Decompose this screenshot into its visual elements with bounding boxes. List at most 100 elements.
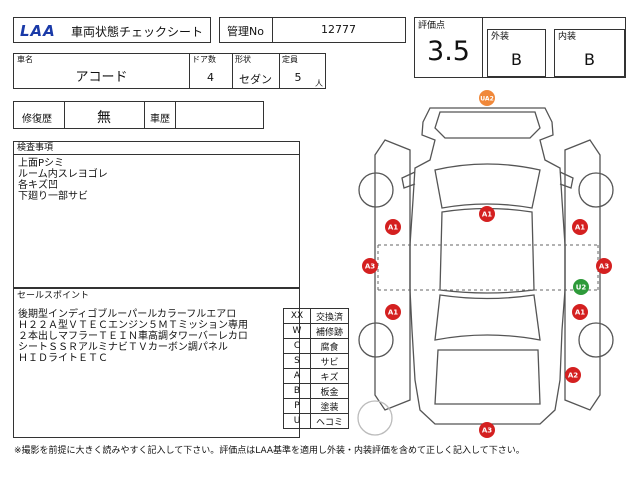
- footer-note: ※撮影を前提に大きく読みやすく記入して下さい。評価点はLAA基準を適用し外装・内…: [14, 446, 525, 456]
- interior-label: 内装: [558, 32, 577, 42]
- legend-code: A: [283, 368, 311, 384]
- damage-marker-code: A2: [568, 372, 578, 380]
- sales-points-box: セールスポイント 後期型インディゴブルーパールカラーフルエアロ Ｈ２２Ａ型ＶＴＥ…: [13, 288, 300, 438]
- inspection-box: 検査事項 上面Pシミ ルーム内スレヨゴレ 各キズ凹 下廻り一部サビ: [13, 141, 300, 288]
- damage-marker-dot: [385, 304, 401, 320]
- wheel-front-left: [358, 172, 394, 208]
- damage-marker-dot: [479, 90, 495, 106]
- damage-marker: A1: [479, 206, 495, 222]
- damage-marker-dot: [573, 279, 589, 295]
- damage-marker: A1: [385, 219, 401, 235]
- trunk-outline: [434, 349, 541, 405]
- right-side-panel: [564, 139, 601, 411]
- history-row: 修復歴 無 車歴: [13, 101, 264, 129]
- legend-meaning: 交換済: [310, 308, 349, 324]
- inspection-line: ルーム内スレヨゴレ: [18, 169, 108, 180]
- legend-meaning: 塗装: [310, 398, 349, 414]
- logo-text: LAA: [20, 22, 56, 39]
- damage-marker-code: A1: [482, 211, 492, 219]
- windshield: [434, 163, 541, 209]
- legend-meaning: 補修跡: [310, 323, 349, 339]
- damage-marker-code: A1: [575, 309, 585, 317]
- car-history-label: 車歴: [150, 114, 170, 125]
- damage-marker-code: A3: [365, 263, 375, 271]
- damage-marker-code: A1: [388, 224, 398, 232]
- exterior-box: 外装 B: [487, 29, 546, 77]
- sales-point-line: Ｈ２２Ａ型ＶＴＥＣエンジン５ＭＴミッション専用: [18, 320, 248, 331]
- damage-marker-dot: [572, 219, 588, 235]
- hood-outline: [434, 111, 541, 139]
- mgmt-no-value: 12777: [321, 23, 356, 36]
- damage-marker: A1: [572, 304, 588, 320]
- legend-code: W: [283, 323, 311, 339]
- header-bar: LAA 車両状態チェックシート: [13, 17, 211, 43]
- damage-marker: A1: [385, 304, 401, 320]
- inspection-line: 上面Pシミ: [18, 158, 65, 169]
- legend-code: XX: [283, 308, 311, 324]
- interior-value: B: [584, 50, 595, 69]
- score-value: 3.5: [427, 36, 470, 67]
- repair-history-value: 無: [97, 110, 111, 126]
- damage-marker-dot: [479, 422, 495, 438]
- capacity-label: 定員: [282, 55, 298, 64]
- legend-code: S: [283, 353, 311, 369]
- wheel-rear-left: [358, 322, 394, 358]
- damage-marker-dot: [385, 219, 401, 235]
- damage-marker-dot: [596, 258, 612, 274]
- car-name-label: 車名: [17, 55, 33, 64]
- mirror-left: [401, 171, 416, 189]
- wheel-rear-right: [578, 322, 614, 358]
- damage-marker-code: UA2: [480, 96, 494, 103]
- score-panel: 評価点 3.5 外装 B 内装 B: [414, 17, 626, 78]
- interior-box: 内装 B: [554, 29, 625, 77]
- damage-marker: A3: [362, 258, 378, 274]
- legend-code: C: [283, 338, 311, 354]
- sheet-title: 車両状態チェックシート: [71, 25, 204, 39]
- damage-marker: A3: [479, 422, 495, 438]
- legend-meaning: 板金: [310, 383, 349, 399]
- damage-marker: U2: [573, 279, 589, 295]
- vehicle-info-row: 車名 アコード ドア数 4 形状 セダン 定員 5 人: [13, 53, 326, 89]
- damage-marker-code: U2: [576, 284, 587, 292]
- car-name-value: アコード: [75, 70, 128, 85]
- sales-points-label: セールスポイント: [17, 291, 90, 301]
- damage-marker-dot: [362, 258, 378, 274]
- legend-meaning: サビ: [310, 353, 349, 369]
- shape-label: 形状: [235, 55, 251, 64]
- shape-value: セダン: [239, 73, 272, 86]
- damage-marker-code: A1: [388, 309, 398, 317]
- damage-marker: A3: [596, 258, 612, 274]
- damage-marker-code: A3: [599, 263, 609, 271]
- damage-marker-dot: [565, 367, 581, 383]
- doors-value: 4: [207, 71, 214, 84]
- capacity-value: 5: [294, 71, 302, 84]
- score-box: 評価点 3.5: [414, 17, 483, 78]
- legend-meaning: ヘコミ: [310, 413, 349, 429]
- sales-point-line: 後期型インディゴブルーパールカラーフルエアロ: [18, 309, 237, 320]
- mgmt-no-box: 管理No 12777: [219, 17, 406, 43]
- left-side-panel: [374, 139, 411, 411]
- inspection-label: 検査事項: [17, 143, 54, 153]
- wheel-front-right: [578, 172, 614, 208]
- doors-label: ドア数: [192, 55, 216, 64]
- sales-point-line: シートＳＳＲアルミナビＴＶカーボン調パネル: [18, 342, 228, 353]
- legend-code: P: [283, 398, 311, 414]
- legend-code: U: [283, 413, 311, 429]
- rear-window: [434, 294, 541, 341]
- damage-marker: A1: [572, 219, 588, 235]
- spare-tire: [357, 400, 393, 436]
- legend-meaning: 腐食: [310, 338, 349, 354]
- legend-meaning: キズ: [310, 368, 349, 384]
- damage-marker: A2: [565, 367, 581, 383]
- exterior-label: 外装: [491, 32, 510, 42]
- inspection-notes: 上面Pシミ ルーム内スレヨゴレ 各キズ凹 下廻り一部サビ: [18, 158, 108, 202]
- damage-marker-code: A3: [482, 427, 492, 435]
- damage-marker-code: A1: [575, 224, 585, 232]
